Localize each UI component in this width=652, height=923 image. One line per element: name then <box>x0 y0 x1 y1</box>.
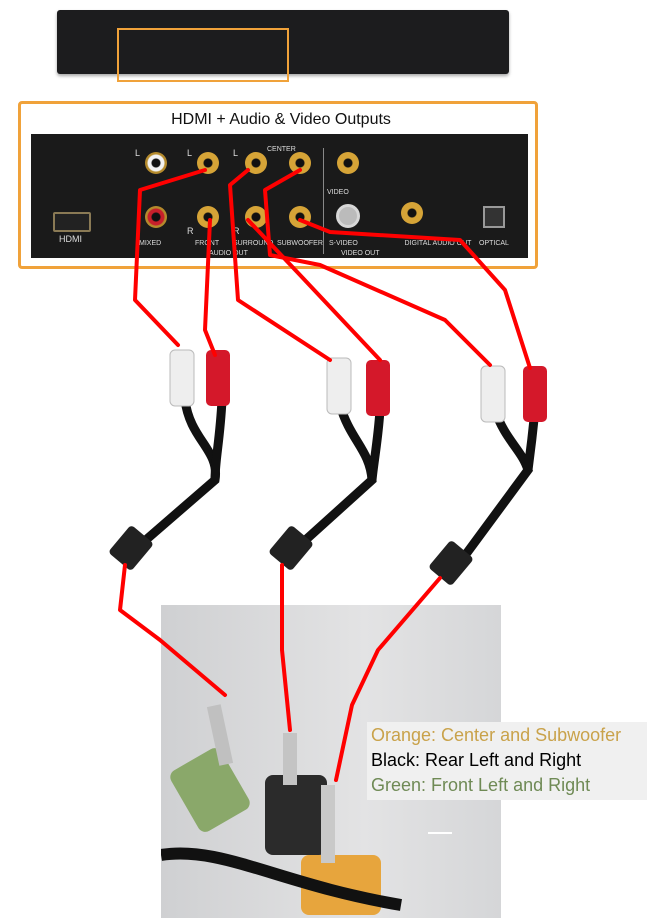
audio-out-label: AUDIO OUT <box>209 250 248 257</box>
white-dash <box>428 832 452 834</box>
outputs-highlight <box>117 28 289 82</box>
center-label: CENTER <box>267 146 296 153</box>
red-line-mini-2 <box>280 563 292 732</box>
hdmi-label: HDMI <box>59 234 82 244</box>
orange-plug-tip <box>321 785 335 863</box>
green-plug-body <box>170 748 250 832</box>
red-line-surround-l <box>228 168 332 362</box>
hdmi-port <box>53 212 91 232</box>
plug-illustration <box>160 704 402 915</box>
legend-black: Black: Rear Left and Right <box>371 750 582 770</box>
svideo-port <box>336 204 360 228</box>
device-rear-thumbnail <box>57 10 509 82</box>
color-legend: Orange: Center and Subwoofer Black: Rear… <box>367 722 647 800</box>
rca-red-1 <box>206 350 230 406</box>
jack-surround-l <box>245 152 267 174</box>
rca-red-2 <box>366 360 390 416</box>
plug-cable <box>160 847 402 911</box>
callout-title: HDMI + Audio & Video Outputs <box>171 111 391 128</box>
label-l-2: L <box>187 148 193 158</box>
rca-plug-group-1 <box>169 349 230 407</box>
jack-front-l <box>197 152 219 174</box>
video-divider <box>323 148 324 254</box>
mini-jack-1 <box>109 526 153 570</box>
mixed-label: MIXED <box>139 240 162 247</box>
red-line-front-l <box>133 168 207 347</box>
label-r-2: R <box>233 226 240 236</box>
legend-orange: Orange: Center and Subwoofer <box>371 725 622 745</box>
plug-photo <box>160 605 501 918</box>
black-plug-body <box>265 775 327 855</box>
video-label: VIDEO <box>327 189 349 196</box>
digital-audio-out-label: DIGITAL AUDIO OUT <box>404 240 472 247</box>
jack-front-r <box>197 206 219 228</box>
red-line-subwoofer <box>298 218 532 370</box>
rca-plug-group-3 <box>480 365 547 423</box>
label-l-1: L <box>135 148 141 158</box>
jack-mixed-l <box>145 152 167 174</box>
black-plug-tip <box>283 733 297 785</box>
subwoofer-label: SUBWOOFER <box>277 240 323 247</box>
jack-center <box>289 152 311 174</box>
optical-port <box>483 206 505 228</box>
y-cable-1b <box>210 399 227 481</box>
rca-red-3 <box>523 366 547 422</box>
rca-white-1 <box>169 349 195 407</box>
label-l-3: L <box>233 148 239 158</box>
y-cable-3 <box>454 408 533 568</box>
rca-white-2 <box>326 357 352 415</box>
red-line-mini-1 <box>118 563 227 697</box>
svideo-label: S-VIDEO <box>329 240 358 247</box>
surround-label: SURROUND <box>233 240 274 247</box>
rca-white-3 <box>480 365 506 423</box>
legend-green: Green: Front Left and Right <box>371 775 591 795</box>
jack-mixed-r <box>145 206 167 228</box>
green-plug-tip <box>206 704 234 766</box>
red-line-center <box>263 168 492 367</box>
rca-plug-group-2 <box>326 357 390 416</box>
red-line-surround-r <box>246 218 382 362</box>
jack-coaxial <box>401 202 423 224</box>
y-cable-2 <box>296 403 377 549</box>
red-line-front-r <box>203 218 217 357</box>
y-cable-2b <box>367 409 385 481</box>
jack-video <box>337 152 359 174</box>
red-line-mini-3 <box>334 576 442 782</box>
y-cable-1 <box>137 399 221 549</box>
mini-jack-2 <box>269 526 313 570</box>
video-out-label: VIDEO OUT <box>341 250 380 257</box>
label-r-1: R <box>187 226 194 236</box>
mini-jack-3 <box>429 541 473 585</box>
optical-label: OPTICAL <box>479 240 509 247</box>
